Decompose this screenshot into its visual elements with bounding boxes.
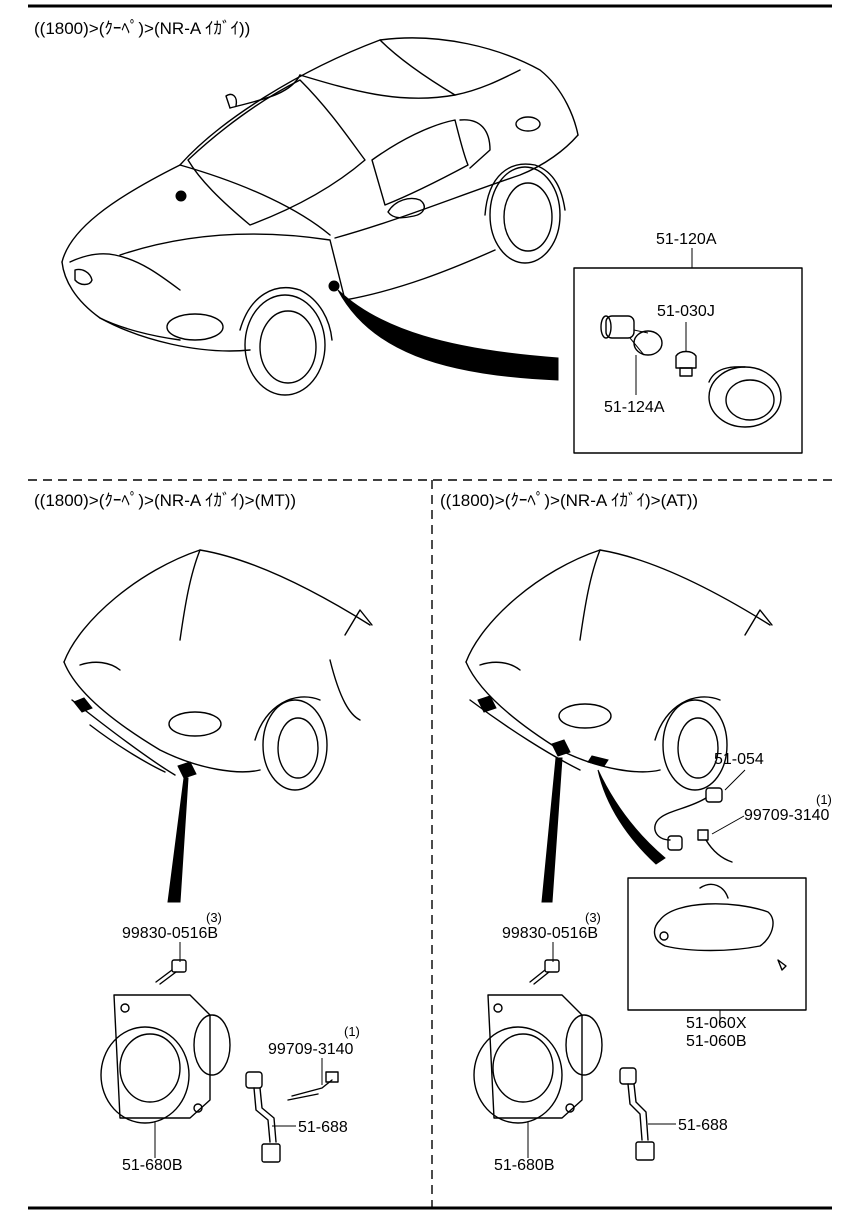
at-harness-icon [619, 1067, 655, 1161]
side-marker-lens-icon [708, 366, 782, 428]
turn-lamp-callout [627, 877, 807, 1011]
top-section-header: ((1800)>(ｸｰﾍﾟ)>(NR-A ｲｶﾞｲ)) [34, 19, 250, 38]
mt-part-label-lamp: 51-680B [122, 1157, 183, 1174]
at-fog-lamp-icon [473, 994, 603, 1124]
at-wire-icon [697, 829, 733, 863]
mt-part-qty-wire: (1) [344, 1024, 360, 1039]
at-bolt-icon [529, 959, 560, 985]
mt-car-front-illustration [63, 549, 373, 903]
side-marker-callout: 51-120A 51-124A 51-030J [573, 231, 803, 454]
mt-part-label-wire: 99709-3140 [268, 1041, 354, 1058]
at-part-label-wire: 99709-3140 [744, 807, 830, 824]
at-part-label-51-054: 51-054 [714, 751, 764, 768]
part-label-51-120A: 51-120A [656, 231, 717, 248]
mt-wire-icon [287, 1071, 339, 1101]
at-part-label-bolt: 99830-0516B [502, 925, 598, 942]
mt-part-label-harness: 51-688 [298, 1119, 348, 1136]
at-part-label-lamp-x: 51-060X [686, 1015, 747, 1032]
at-wire-51-054-icon [654, 787, 723, 851]
part-label-51-030J: 51-030J [657, 303, 715, 320]
wedge-bulb-icon [675, 322, 697, 377]
mt-part-qty-bolt: (3) [206, 910, 222, 925]
bulb-socket-icon [600, 315, 663, 395]
at-part-qty-bolt: (3) [585, 910, 601, 925]
mt-part-label-bolt: 99830-0516B [122, 925, 218, 942]
at-car-front-illustration [465, 549, 773, 903]
coupe-car-illustration [61, 37, 579, 396]
mt-section-header: ((1800)>(ｸｰﾍﾟ)>(NR-A ｲｶﾞｲ)>(MT)) [34, 491, 296, 510]
at-part-qty-wire: (1) [816, 792, 832, 807]
mt-harness-icon [245, 1071, 281, 1163]
mt-bolt-icon [155, 959, 187, 985]
at-part-label-lamp: 51-680B [494, 1157, 555, 1174]
part-label-51-124A: 51-124A [604, 399, 665, 416]
at-part-label-lamp-b: 51-060B [686, 1033, 747, 1050]
at-part-label-harness: 51-688 [678, 1117, 728, 1134]
mt-fog-lamp-icon [100, 994, 231, 1124]
at-section-header: ((1800)>(ｸｰﾍﾟ)>(NR-A ｲｶﾞｲ)>(AT)) [440, 491, 698, 510]
